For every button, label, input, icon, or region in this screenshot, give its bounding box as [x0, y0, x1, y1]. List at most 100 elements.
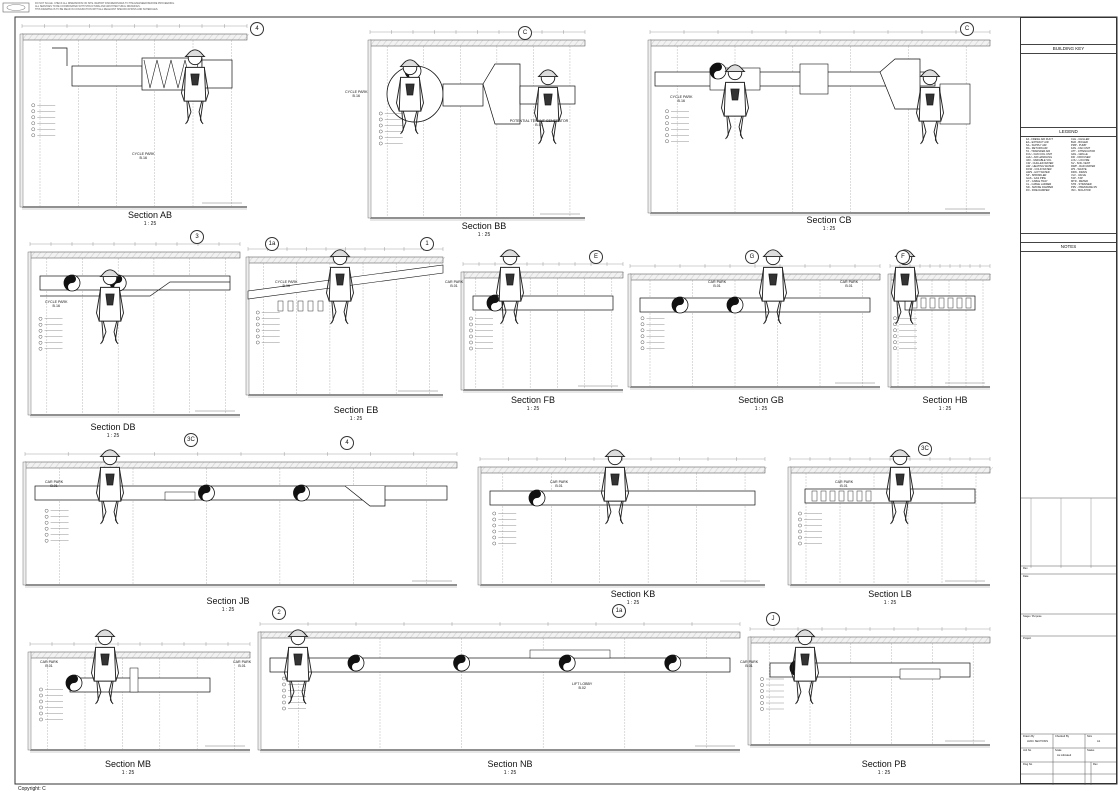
header-note-line: THIS DRAWING IS TO BE READ IN CONJUNCTIO… — [35, 7, 159, 11]
note-marker — [469, 316, 473, 321]
note-marker — [665, 115, 669, 120]
note-marker — [282, 706, 286, 711]
fan-icon — [453, 654, 471, 672]
note-marker — [378, 117, 383, 122]
section-scale: 1 : 25 — [822, 226, 836, 232]
section-scale: 1 : 25 — [121, 770, 135, 776]
note-marker — [255, 340, 260, 345]
legend-item: FD - FIRE DAMPER — [1026, 189, 1050, 192]
fan-icon — [65, 674, 83, 692]
note-marker — [255, 322, 260, 327]
section-title: Section JB — [206, 596, 250, 606]
ductwork — [34, 485, 448, 507]
scale-value: As indicated — [1057, 754, 1072, 757]
size-value: A1 — [1097, 740, 1101, 743]
section-scale: 1 : 25 — [877, 770, 891, 776]
note-marker — [378, 129, 383, 134]
note-marker — [469, 340, 473, 345]
grid-tag: F — [896, 250, 910, 264]
note-marker — [640, 346, 645, 351]
ductwork — [639, 297, 871, 313]
section-title: Section MB — [104, 759, 152, 769]
drawn-by-label: Drawn By — [1023, 735, 1035, 738]
note-marker — [492, 517, 497, 522]
note-marker — [492, 541, 497, 546]
section-title: Section KB — [610, 589, 656, 599]
note-marker — [39, 687, 43, 692]
note-marker — [640, 340, 645, 345]
legend-item: CHL - CHILLER — [1071, 138, 1090, 141]
legend-item: STR - STRAINER — [1071, 183, 1092, 186]
section-scale: 1 : 25 — [106, 433, 120, 439]
note-marker — [44, 538, 49, 543]
note-marker — [31, 121, 36, 126]
note-marker — [469, 334, 473, 339]
note-marker — [469, 328, 473, 333]
note-marker — [39, 699, 43, 704]
note-marker — [798, 523, 802, 528]
note-marker — [665, 127, 669, 132]
note-marker — [760, 707, 764, 711]
person-figure — [91, 629, 119, 705]
section-title: Section LB — [868, 589, 912, 599]
note-marker — [38, 334, 43, 339]
legend-item: DCW - COLD WATER — [1026, 168, 1052, 171]
note-marker — [38, 340, 43, 345]
note-marker — [282, 688, 286, 693]
section-scale: 1 : 25 — [526, 406, 540, 412]
section-title: Section GB — [738, 395, 784, 405]
note-marker — [31, 127, 36, 132]
note-marker — [665, 109, 669, 114]
person-figure — [96, 269, 124, 345]
note-marker — [760, 689, 764, 693]
person-figure — [759, 249, 787, 325]
note-marker — [282, 676, 286, 681]
note-marker — [255, 316, 260, 321]
grid-tag: 4 — [340, 436, 354, 450]
section-title: Section NB — [487, 759, 533, 769]
drawing-type: HVAC SECTIONS — [1027, 740, 1048, 743]
note-marker — [798, 511, 802, 516]
legend-item: WS - WASTE — [1071, 168, 1087, 171]
note-marker — [893, 334, 897, 339]
grid-tag: 2 — [272, 606, 286, 620]
note-marker — [378, 111, 383, 116]
rev-label: Rev — [1023, 567, 1028, 570]
note-marker — [492, 523, 497, 528]
note-marker — [492, 535, 497, 540]
legend-item: SV - SOIL VENT — [1071, 162, 1091, 165]
legend-item: AHU - AIR HANDLING — [1026, 156, 1053, 159]
fan-icon — [63, 274, 81, 292]
note-marker — [469, 346, 473, 351]
fan-icon — [528, 489, 546, 507]
checked-by-label: Checked By — [1055, 735, 1069, 738]
note-marker — [798, 517, 802, 522]
legend-item: HWS - HOT WATER — [1026, 171, 1050, 174]
note-marker — [39, 693, 43, 698]
note-marker — [255, 328, 260, 333]
note-marker — [31, 109, 36, 114]
section-scale: 1 : 25 — [143, 221, 157, 227]
legend-item: EA - EXTRACT AIR — [1026, 141, 1049, 144]
note-marker — [893, 316, 897, 321]
note-marker — [282, 694, 286, 699]
note-marker — [38, 316, 43, 321]
section-title: Section HB — [922, 395, 968, 405]
fan-icon — [726, 296, 744, 314]
legend-item: VAV - VARIABLE VOL — [1026, 159, 1052, 162]
legend-item: GAS - GAS PIPE — [1026, 177, 1046, 180]
person-figure — [284, 629, 312, 705]
